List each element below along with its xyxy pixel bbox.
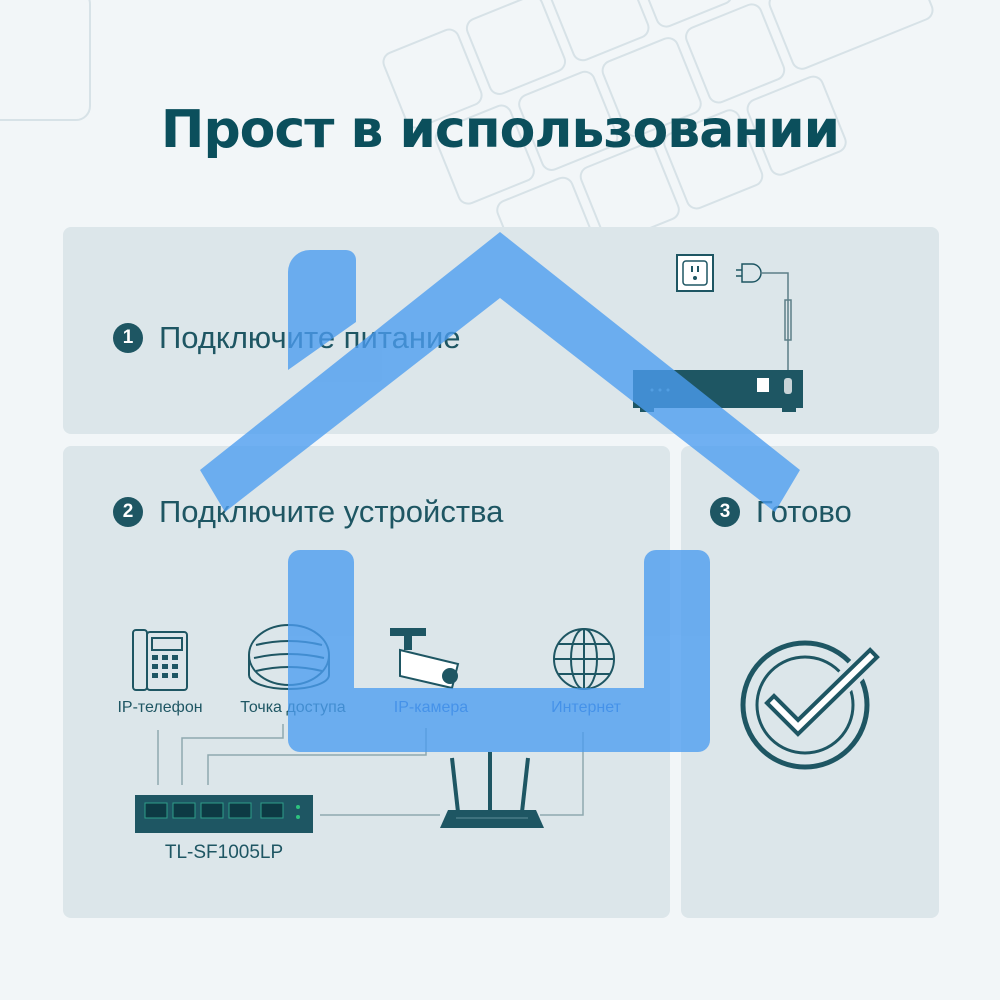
checkmark-icon (740, 640, 886, 770)
router-icon (440, 752, 544, 828)
step-number-badge: 1 (113, 323, 143, 353)
step-number-badge: 2 (113, 497, 143, 527)
ip-camera-label: IP-камера (393, 699, 469, 716)
access-point-icon (248, 624, 330, 690)
ip-phone-label: IP-телефон (117, 699, 203, 716)
internet-label: Интернет (551, 699, 621, 716)
switch-model-label: TL-SF1005LP (164, 842, 284, 863)
ip-camera-icon (390, 628, 460, 690)
ip-phone-icon (132, 629, 188, 691)
access-point-label: Точка доступа (240, 699, 346, 716)
page-title: Прост в использовании (160, 100, 840, 160)
globe-icon (553, 628, 615, 690)
switch-icon (135, 795, 313, 833)
